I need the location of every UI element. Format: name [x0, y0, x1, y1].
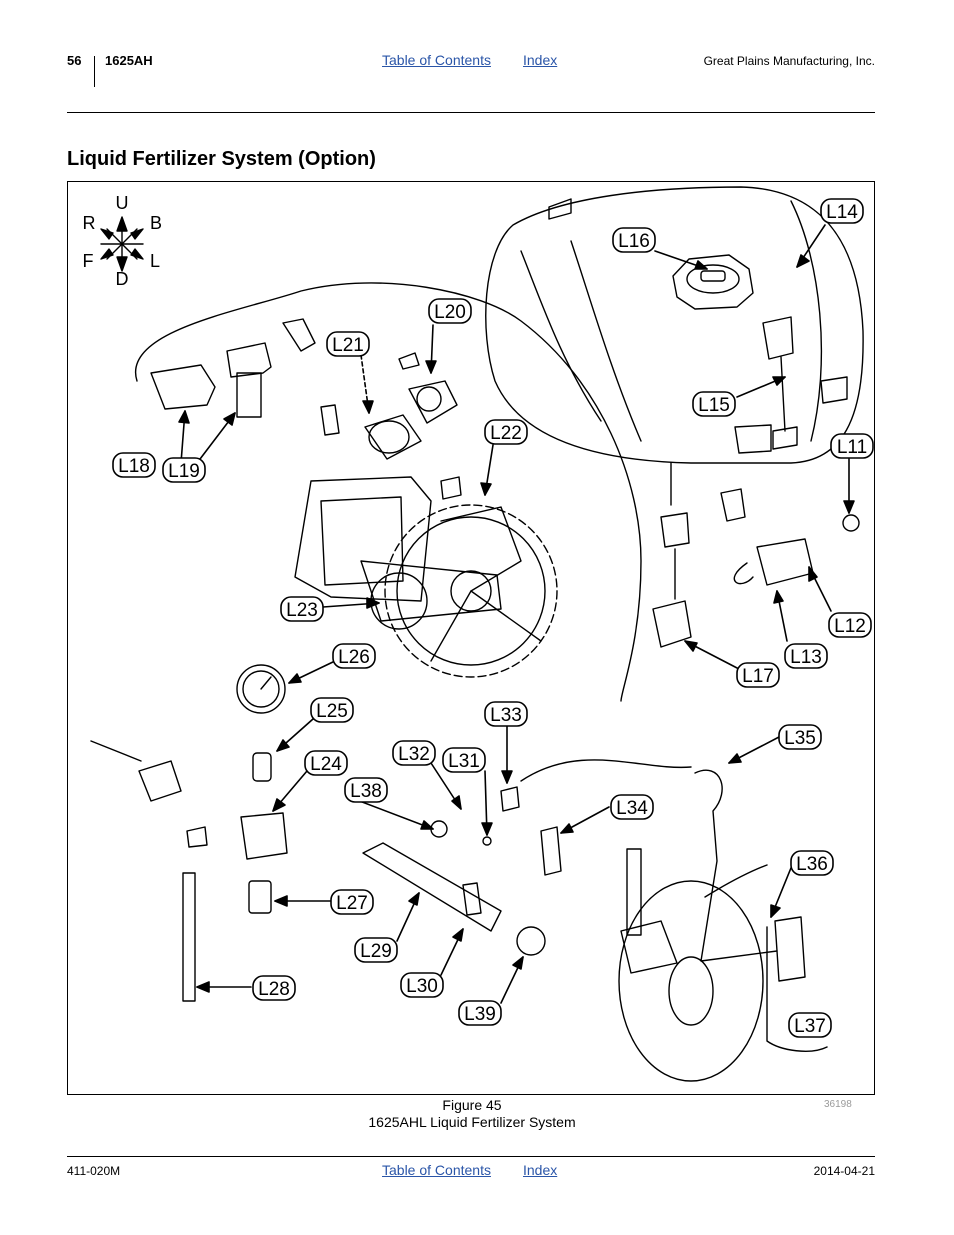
callout-l16: L16 [612, 227, 656, 253]
svg-text:L39: L39 [464, 1004, 496, 1025]
header-index-link[interactable]: Index [523, 52, 558, 68]
figure-frame: U D R B F L [67, 181, 875, 1095]
svg-text:L14: L14 [826, 202, 858, 223]
callout-l38: L38 [344, 777, 388, 803]
model-name: 1625AH [105, 53, 153, 68]
fertilizer-tank [485, 186, 864, 464]
svg-text:L29: L29 [360, 941, 392, 962]
callout-l27: L27 [330, 889, 374, 915]
callout-l36: L36 [790, 850, 834, 876]
callout-l17: L17 [736, 662, 780, 688]
svg-text:L37: L37 [794, 1016, 826, 1037]
drawing-id: 36198 [824, 1099, 852, 1110]
callout-l35: L35 [778, 724, 822, 750]
company-name: Great Plains Manufacturing, Inc. [703, 54, 875, 68]
svg-text:L21: L21 [332, 335, 364, 356]
svg-text:L18: L18 [118, 456, 150, 477]
footer-rule [67, 1156, 875, 1157]
callout-l13: L13 [784, 643, 828, 669]
compass-down-label: D [116, 269, 129, 289]
callout-l29: L29 [354, 937, 398, 963]
callout-l19: L19 [162, 457, 206, 483]
svg-text:L34: L34 [616, 798, 648, 819]
figure-caption-title: 1625AHL Liquid Fertilizer System [368, 1114, 576, 1130]
callout-l15: L15 [692, 391, 736, 417]
callout-l11: L11 [830, 433, 874, 459]
header-divider [94, 56, 95, 87]
callout-l30: L30 [400, 972, 444, 998]
callout-l31: L31 [442, 747, 486, 773]
compass-l-label: L [150, 251, 160, 271]
header-rule [67, 112, 875, 113]
parts-diagram: U D R B F L [83, 186, 874, 1082]
svg-text:L35: L35 [784, 728, 816, 749]
footer-toc-link[interactable]: Table of Contents [382, 1162, 491, 1178]
callout-l22: L22 [484, 419, 528, 445]
page-number: 56 [67, 53, 82, 68]
callout-l12: L12 [828, 612, 872, 638]
svg-text:L32: L32 [398, 744, 430, 765]
svg-text:L27: L27 [336, 893, 368, 914]
drive-wheel-assembly [294, 476, 558, 678]
svg-text:L28: L28 [258, 979, 290, 1000]
callout-l24: L24 [304, 750, 348, 776]
svg-text:L22: L22 [490, 423, 522, 444]
svg-text:L20: L20 [434, 302, 466, 323]
compass-r-label: R [83, 213, 96, 233]
header-toc-link[interactable]: Table of Contents [382, 52, 491, 68]
svg-text:L19: L19 [168, 461, 200, 482]
callout-l32: L32 [392, 740, 436, 766]
figure-caption-number: Figure 45 [442, 1097, 502, 1113]
svg-text:L33: L33 [490, 705, 522, 726]
callout-l26: L26 [332, 643, 376, 669]
svg-text:L25: L25 [316, 701, 348, 722]
footer-index-link[interactable]: Index [523, 1162, 558, 1178]
svg-text:L36: L36 [796, 854, 828, 875]
opener-assembly [618, 769, 828, 1082]
svg-text:L24: L24 [310, 754, 342, 775]
svg-text:L17: L17 [742, 666, 774, 687]
compass-rose: U D R B F L [83, 193, 163, 289]
callout-l25: L25 [310, 697, 354, 723]
svg-text:L11: L11 [837, 437, 867, 458]
svg-text:L30: L30 [406, 976, 438, 997]
pump-assembly [364, 352, 462, 500]
svg-text:L13: L13 [790, 647, 822, 668]
gauge-manifold [90, 664, 288, 1002]
compass-up-label: U [116, 193, 129, 213]
callout-leaders [178, 224, 855, 1004]
callout-l39: L39 [458, 1000, 502, 1026]
footer-date: 2014-04-21 [813, 1164, 875, 1178]
compass-b-label: B [150, 213, 162, 233]
strainer-assembly [134, 282, 642, 702]
distribution-manifold [362, 759, 692, 956]
svg-text:L23: L23 [286, 600, 318, 621]
svg-text:L16: L16 [618, 231, 650, 252]
compass-f-label: F [83, 251, 94, 271]
section-title: Liquid Fertilizer System (Option) [67, 148, 376, 170]
svg-text:L12: L12 [834, 616, 866, 637]
svg-text:L15: L15 [698, 395, 730, 416]
callout-l20: L20 [428, 298, 472, 324]
callout-l33: L33 [484, 701, 528, 727]
callout-l37: L37 [788, 1012, 832, 1038]
doc-number: 411-020M [67, 1164, 121, 1178]
callout-l23: L23 [280, 596, 324, 622]
callout-l18: L18 [112, 452, 156, 478]
svg-text:L38: L38 [350, 781, 382, 802]
callout-l21: L21 [326, 331, 370, 357]
svg-text:L26: L26 [338, 647, 370, 668]
callout-l14: L14 [820, 198, 864, 224]
svg-text:L31: L31 [448, 751, 480, 772]
callout-l34: L34 [610, 794, 654, 820]
callout-l28: L28 [252, 975, 296, 1001]
check-valve-assembly [652, 462, 860, 648]
